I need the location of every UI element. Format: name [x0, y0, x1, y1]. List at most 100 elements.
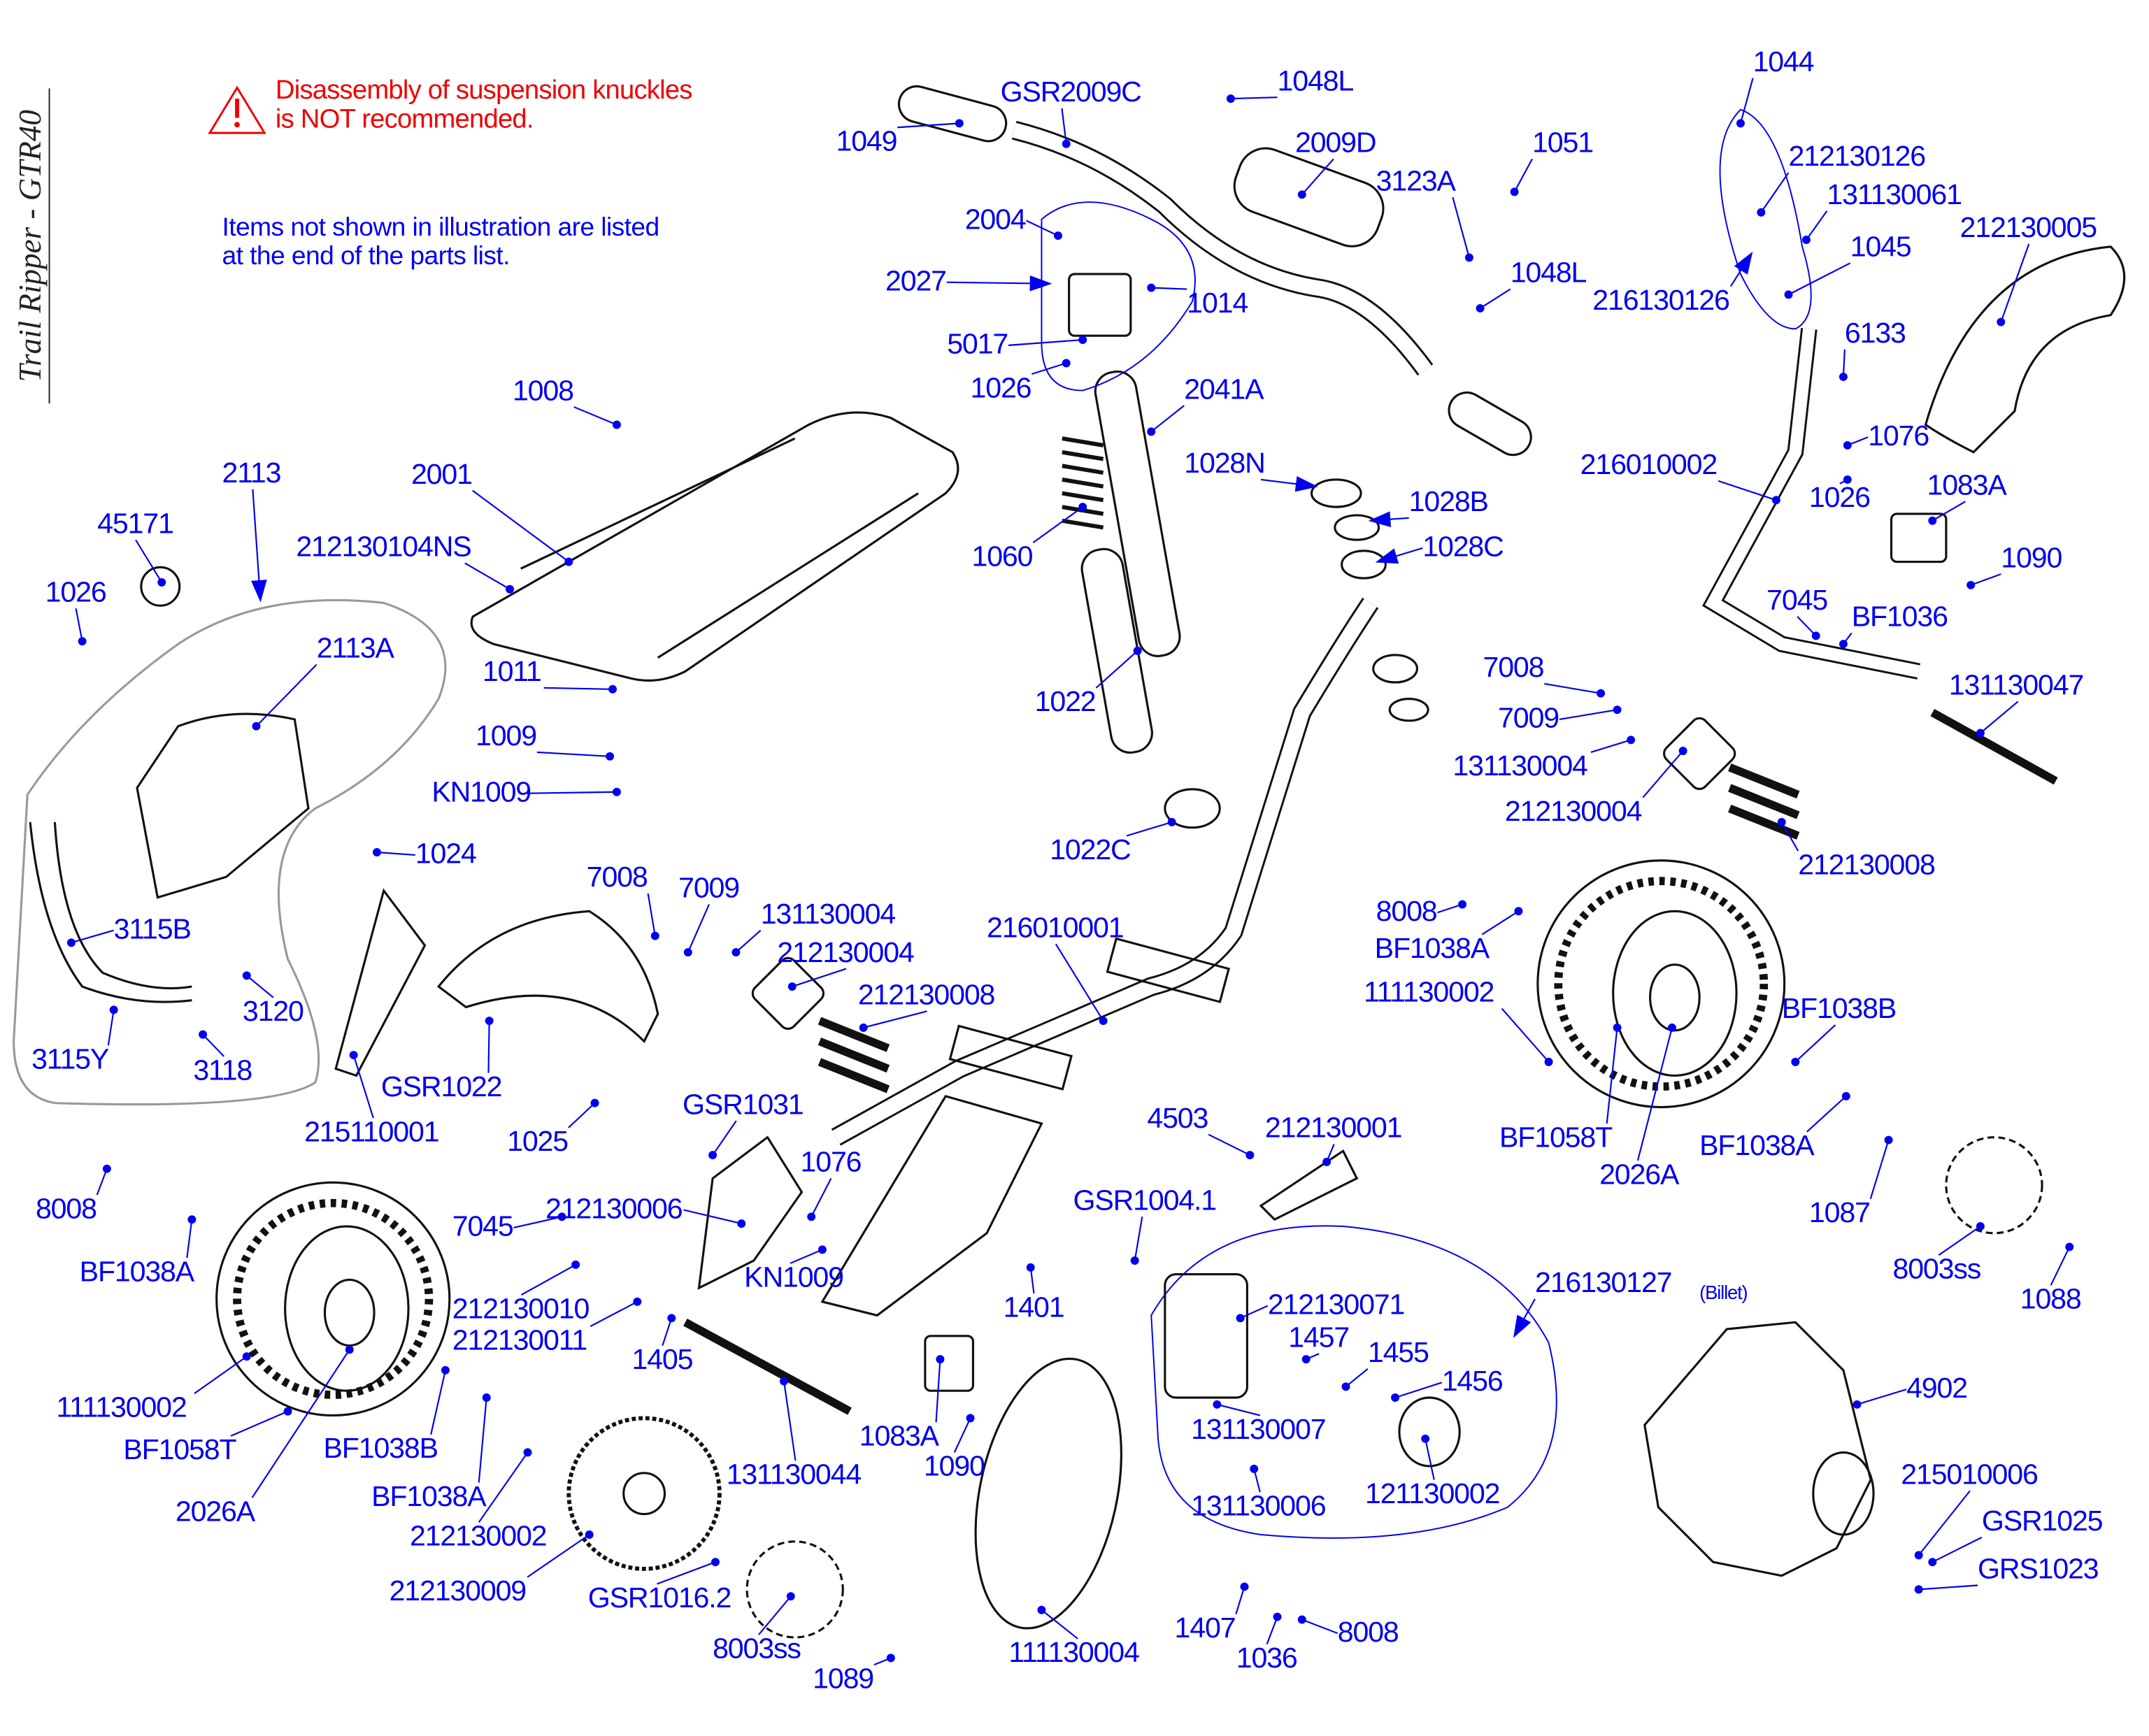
leader-dot	[557, 1212, 566, 1221]
leader-line	[1481, 910, 1520, 935]
leader-line	[2000, 243, 2030, 322]
leader-dot	[1213, 1400, 1222, 1409]
leader-dot	[1966, 580, 1976, 589]
leader-dot	[1245, 1151, 1255, 1160]
fuel-tank-group	[13, 598, 447, 1106]
leader-line	[662, 1317, 673, 1346]
leader-dot	[441, 1365, 450, 1375]
leader-line	[1980, 701, 2019, 734]
leader-dot	[1777, 817, 1786, 826]
part-label: 1009	[476, 720, 537, 752]
note-text: Items not shown in illustration are list…	[222, 214, 659, 271]
part-label: 45171	[97, 508, 174, 540]
knuckle-bracket	[697, 1135, 804, 1290]
part-label: 131130006	[1191, 1491, 1327, 1523]
part-label: GRS1023	[1977, 1554, 2099, 1586]
leader-line	[2050, 1246, 2071, 1286]
leader-line	[683, 1209, 742, 1225]
part-label: 2026A	[1599, 1158, 1679, 1191]
steering-linkage-group	[1719, 108, 1812, 330]
leader-line	[1606, 1027, 1618, 1124]
part-label: 1076	[1868, 420, 1929, 452]
part-label: KN1009	[431, 777, 531, 809]
part-label: BF1038B	[323, 1433, 439, 1465]
engine	[1643, 1321, 1872, 1577]
part-label: 111130004	[1008, 1637, 1139, 1670]
leader-line	[1150, 405, 1185, 433]
leader-line	[96, 1168, 108, 1196]
part-label: 1407	[1174, 1612, 1236, 1644]
leader-dot	[667, 1314, 676, 1323]
leader-dot	[1240, 1582, 1249, 1591]
leader-dot	[608, 684, 617, 694]
part-label: 111130002	[56, 1392, 187, 1424]
leader-arrowhead	[1368, 511, 1392, 527]
leader-line	[524, 791, 617, 794]
leader-dot	[1273, 1612, 1282, 1621]
leader-dot	[1147, 283, 1156, 292]
leader-line	[1230, 96, 1278, 100]
leader-dot	[780, 1377, 788, 1386]
leader-line	[1794, 1024, 1836, 1063]
leader-dot	[955, 119, 964, 128]
leader-line	[1513, 158, 1534, 192]
leader-dot	[1841, 1091, 1850, 1100]
part-label: 121130002	[1364, 1478, 1501, 1510]
warning-triangle-icon	[208, 85, 266, 134]
leader-line	[712, 1120, 737, 1156]
leader-dot	[109, 1005, 118, 1014]
leader-dot	[1078, 336, 1087, 345]
part-label: 1087	[1808, 1197, 1871, 1229]
part-label: 1028B	[1408, 486, 1489, 518]
leader-dot	[936, 1355, 945, 1364]
rear-fender	[436, 910, 659, 1044]
part-label: 216130127	[1534, 1267, 1673, 1299]
leader-dot	[1802, 235, 1811, 244]
leader-line	[1095, 650, 1138, 689]
leader-dot	[1391, 1393, 1400, 1402]
warning-text: Disassembly of suspension knuckles is NO…	[276, 76, 693, 134]
leader-line	[1918, 1584, 1978, 1591]
leader-line	[573, 406, 617, 426]
leader-line	[1061, 108, 1067, 144]
leader-line	[1788, 262, 1851, 296]
part-label: 212130004	[1504, 796, 1643, 828]
leader-dot	[1458, 900, 1467, 909]
part-label: 1025	[507, 1126, 569, 1158]
leader-dot	[737, 1219, 746, 1228]
brake-disc-rear	[745, 1540, 844, 1639]
leader-dot	[1839, 372, 1848, 381]
part-label: 212130008	[1798, 849, 1936, 882]
leader-dot	[650, 931, 659, 940]
leader-dot	[1026, 1263, 1035, 1272]
part-label: 131130047	[1948, 670, 2085, 702]
note-line-1: Items not shown in illustration are list…	[222, 213, 659, 243]
leader-dot	[1784, 290, 1793, 299]
leader-dot	[966, 1414, 975, 1423]
part-label: 4902	[1906, 1372, 1968, 1405]
part-label: 7045	[1766, 584, 1828, 617]
leader-line	[1008, 338, 1083, 346]
part-label: 212130006	[545, 1193, 683, 1226]
part-label: 2113	[222, 457, 281, 489]
part-label: 3115Y	[31, 1044, 109, 1076]
leader-dot	[818, 1245, 827, 1254]
leader-line	[811, 1177, 832, 1217]
leader-line	[1240, 1305, 1269, 1319]
leader-line	[783, 1381, 797, 1461]
part-label: 1026	[45, 577, 107, 609]
part-label: 1090	[923, 1451, 985, 1483]
leader-dot	[1757, 208, 1766, 217]
leader-line	[1797, 616, 1817, 637]
leader-dot	[1928, 1558, 1937, 1567]
leader-line	[1452, 196, 1470, 258]
leader-line	[1642, 750, 1684, 798]
leader-line	[687, 904, 710, 953]
part-label: 131130061	[1827, 179, 1962, 211]
leader-dot	[78, 637, 87, 646]
leader-line	[758, 1595, 792, 1635]
part-label: 216130126	[1592, 285, 1730, 317]
leader-line	[1932, 501, 1966, 522]
leader-line	[430, 1370, 446, 1435]
